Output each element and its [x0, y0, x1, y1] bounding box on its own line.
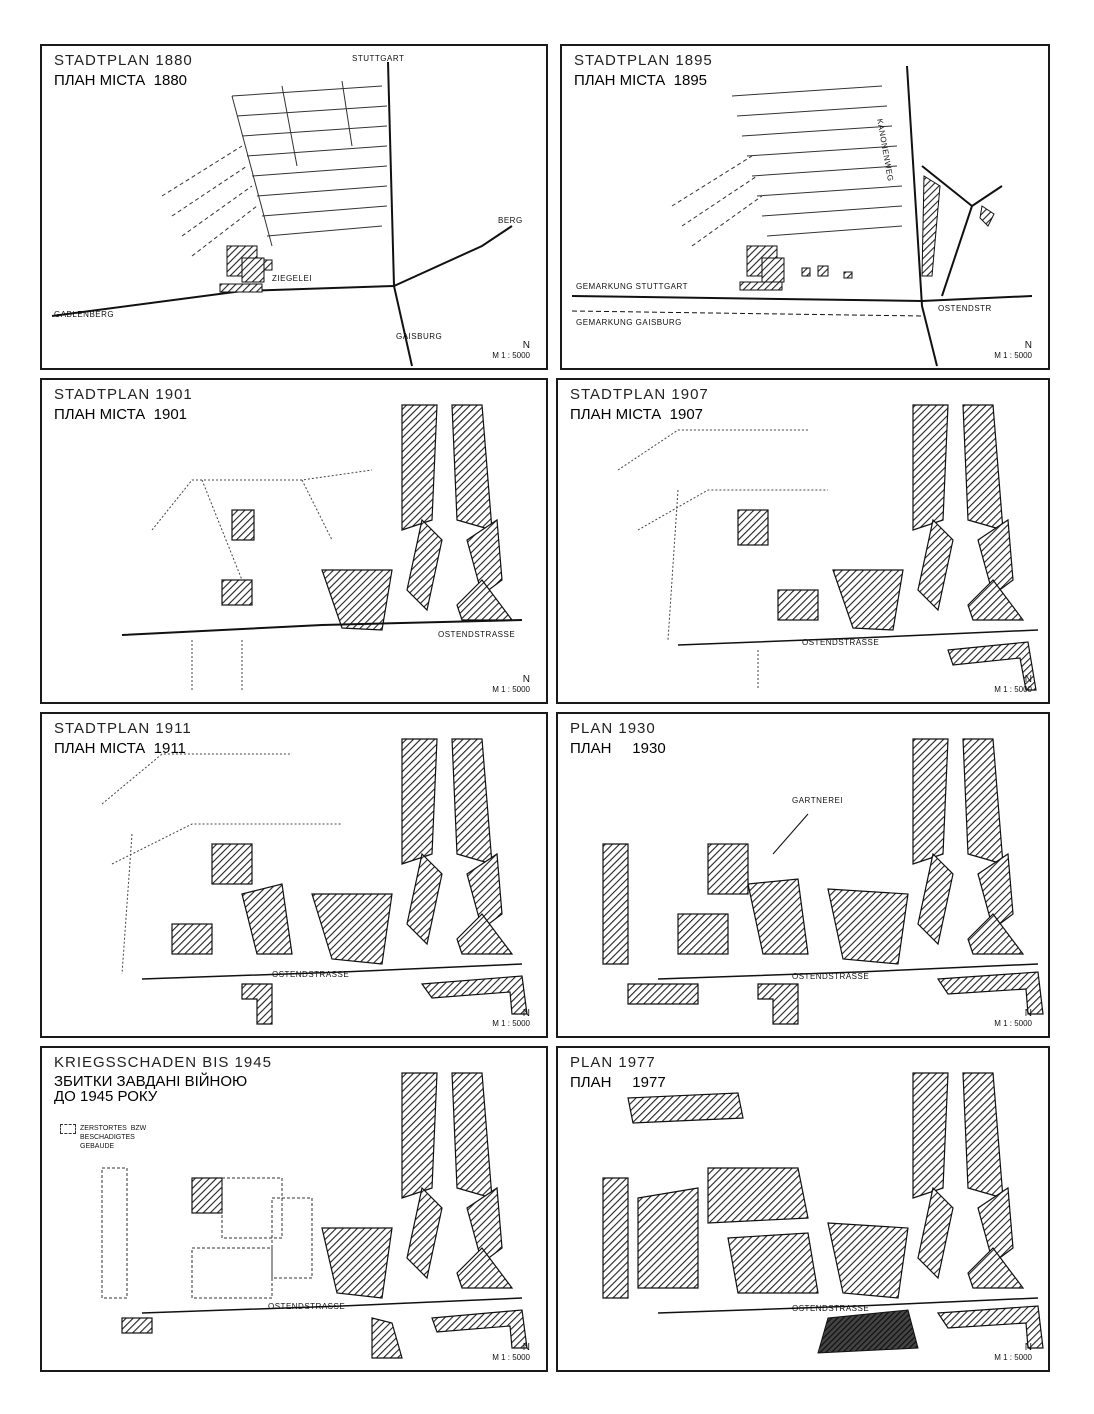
map-panel-1911: STADTPLAN 1911 ПЛАН МІСТА 1911 OSTENDSTR…: [40, 712, 548, 1038]
north-arrow-icon: N: [522, 674, 530, 685]
label-gemarkung-gaisburg: GEMARKUNG GAISBURG: [576, 318, 682, 327]
label-ostendstrasse: OSTENDSTRASSE: [792, 972, 870, 981]
panel-title-ua: ПЛАН 1930: [570, 740, 666, 757]
panel-title-ua: ПЛАН МІСТА 1895: [574, 72, 708, 89]
label-ziegelei: ZIEGELEI: [272, 274, 313, 283]
scale-text: M 1 : 5000: [994, 685, 1032, 694]
label-berg: BERG: [498, 216, 523, 225]
label-ostendstrasse: OSTENDSTRASSE: [268, 1302, 346, 1311]
scale-text: M 1 : 5000: [994, 1019, 1032, 1028]
map-1911-drawing: [101, 738, 528, 1025]
north-arrow-icon: N: [522, 1008, 530, 1019]
panel-title-de: PLAN 1930: [570, 720, 656, 737]
map-panel-1880: STADTPLAN 1880 ПЛАН МІСТА 1880 STUTTGART…: [40, 44, 548, 370]
map-1901-drawing: [121, 404, 523, 690]
north-arrow-icon: N: [1024, 674, 1032, 685]
scale-text: M 1 : 5000: [492, 1353, 530, 1362]
label-ostendstrasse: OSTENDSTRASSE: [438, 630, 516, 639]
scale-text: M 1 : 5000: [492, 685, 530, 694]
map-1930-drawing: [602, 738, 1044, 1025]
panel-title-ua: ПЛАН МІСТА 1880: [54, 72, 188, 89]
scale-text: M 1 : 5000: [994, 351, 1032, 360]
north-arrow-icon: N: [1024, 340, 1032, 351]
map-panel-1895: STADTPLAN 1895 ПЛАН МІСТА 1895 KANONENWE…: [560, 44, 1050, 370]
map-1907-drawing: [617, 404, 1039, 691]
label-ostendstr: OSTENDSTR: [938, 304, 992, 313]
map-panel-1907: STADTPLAN 1907 ПЛАН МІСТА 1907 OSTENDSTR…: [556, 378, 1050, 704]
panel-title-de: STADTPLAN 1880: [54, 52, 193, 69]
panel-title-de: STADTPLAN 1907: [570, 386, 709, 403]
label-gartnerei: GARTNEREI: [792, 796, 844, 805]
panel-title-de: KRIEGSSCHADEN BIS 1945: [54, 1054, 272, 1071]
scale-text: M 1 : 5000: [492, 1019, 530, 1028]
label-gemarkung-stuttgart: GEMARKUNG STUTTGART: [576, 282, 689, 291]
panel-title-ua: ПЛАН МІСТА 1907: [570, 406, 704, 423]
label-ostendstrasse: OSTENDSTRASSE: [802, 638, 880, 647]
map-legend: ZERSTORTES BZW BESCHADIGTES GEBAUDE: [60, 1124, 146, 1151]
north-arrow-icon: N: [522, 1342, 530, 1353]
north-arrow-icon: N: [522, 340, 530, 351]
map-1895-drawing: [571, 65, 1033, 367]
panel-title-de: STADTPLAN 1901: [54, 386, 193, 403]
map-panel-1945: KRIEGSSCHADEN BIS 1945 ЗБИТКИ ЗАВДАНІ ВІ…: [40, 1046, 548, 1372]
label-ostendstrasse: OSTENDSTRASSE: [792, 1304, 870, 1313]
panel-title-de: STADTPLAN 1911: [54, 720, 192, 737]
map-panel-1901: STADTPLAN 1901 ПЛАН МІСТА 1901 OSTENDSTR…: [40, 378, 548, 704]
panel-title-ua: ПЛАН МІСТА 1901: [54, 406, 188, 423]
north-arrow-icon: N: [1024, 1342, 1032, 1353]
panel-title-ua: ПЛАН 1977: [570, 1074, 666, 1091]
north-arrow-icon: N: [1024, 1008, 1032, 1019]
label-ostendstrasse: OSTENDSTRASSE: [272, 970, 350, 979]
label-gablenberg: GABLENBERG: [54, 310, 115, 319]
map-1880-drawing: [51, 61, 513, 367]
panel-title-de: STADTPLAN 1895: [574, 52, 713, 69]
legend-text: ZERSTORTES BZW BESCHADIGTES GEBAUDE: [80, 1125, 147, 1150]
panel-title-de: PLAN 1977: [570, 1054, 656, 1071]
label-gaisburg: GAISBURG: [396, 332, 443, 341]
map-1945-drawing: [101, 1072, 528, 1359]
legend-swatch: [60, 1124, 76, 1134]
label-stuttgart: STUTTGART: [352, 54, 405, 63]
panel-title-ua: ПЛАН МІСТА 1911: [54, 740, 186, 757]
scale-text: M 1 : 5000: [492, 351, 530, 360]
panel-title-ua: ЗБИТКИ ЗАВДАНІ ВІЙНОЮ ДО 1945 РОКУ: [54, 1073, 248, 1105]
map-1977-drawing: [602, 1072, 1044, 1354]
map-panel-1930: PLAN 1930 ПЛАН 1930 GARTNEREI OSTENDSTRA…: [556, 712, 1050, 1038]
scale-text: M 1 : 5000: [994, 1353, 1032, 1362]
